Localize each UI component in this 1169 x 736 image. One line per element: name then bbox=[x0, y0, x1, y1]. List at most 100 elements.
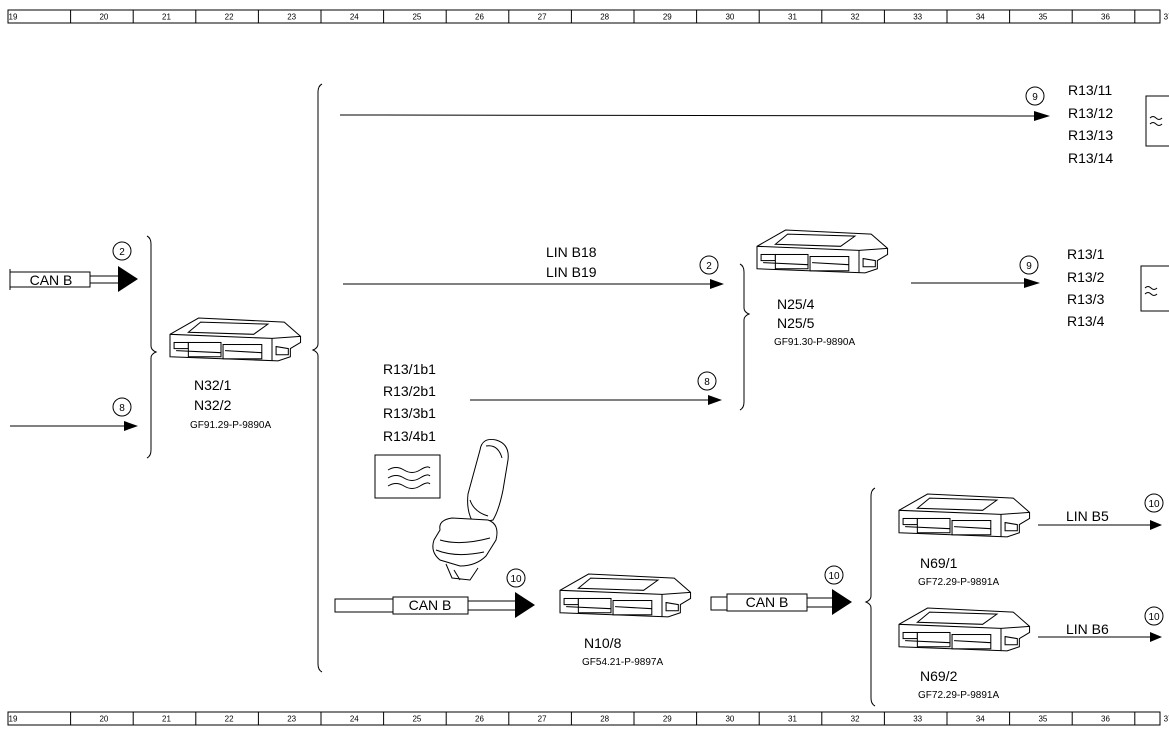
brace-n32-inputs bbox=[146, 235, 158, 459]
heater-label: R13/2 bbox=[1067, 269, 1105, 285]
sensor-label: R13/1b1 bbox=[383, 361, 436, 377]
ruler-number: 24 bbox=[350, 13, 359, 22]
ruler-number: 30 bbox=[725, 13, 734, 22]
heater-element-icon-mid bbox=[1140, 265, 1169, 312]
n25-id1: N25/4 bbox=[777, 296, 815, 312]
ruler-number: 34 bbox=[976, 715, 985, 724]
lin-b5-label: LIN B5 bbox=[1066, 508, 1109, 524]
ruler-number: 25 bbox=[412, 715, 421, 724]
lin-b18-label: LIN B18 bbox=[546, 244, 597, 260]
marker-10-can2: 10 bbox=[824, 565, 844, 585]
heater-pad-icon bbox=[374, 454, 441, 499]
can-b-to-n10: CAN B bbox=[334, 592, 535, 618]
sensor-label: R13/4b1 bbox=[383, 428, 436, 444]
svg-text:2: 2 bbox=[119, 247, 125, 258]
ruler-number: 37 bbox=[1164, 13, 1169, 22]
ruler-number: 25 bbox=[412, 13, 421, 22]
seat-icon bbox=[432, 439, 509, 581]
svg-text:10: 10 bbox=[828, 571, 840, 582]
sensors-list: R13/1b1 R13/2b1 R13/3b1 R13/4b1 bbox=[383, 361, 436, 444]
n10-ref: GF54.21-P-9897A bbox=[582, 657, 663, 668]
line-lin-to-n25 bbox=[343, 279, 724, 289]
n32-id2: N32/2 bbox=[194, 397, 232, 413]
heaters-mid-list: R13/1 R13/2 R13/3 R13/4 bbox=[1067, 246, 1105, 329]
marker-9-top: 9 bbox=[1025, 86, 1045, 106]
ruler-number: 26 bbox=[475, 715, 484, 724]
heater-label: R13/14 bbox=[1068, 150, 1113, 166]
ecu-n69-1: N69/1 GF72.29-P-9891A bbox=[898, 493, 1031, 588]
n32-ref: GF91.29-P-9890A bbox=[190, 420, 271, 431]
ruler-number: 20 bbox=[99, 13, 108, 22]
ruler-number: 23 bbox=[287, 715, 296, 724]
ruler-number: 32 bbox=[851, 13, 860, 22]
svg-text:2: 2 bbox=[706, 261, 712, 272]
heaters-top-list: R13/11 R13/12 R13/13 R13/14 bbox=[1068, 82, 1113, 166]
marker-10-can1: 10 bbox=[506, 568, 526, 588]
heater-label: R13/3 bbox=[1067, 291, 1105, 307]
ruler-number: 31 bbox=[788, 13, 797, 22]
marker-2-left: 2 bbox=[112, 241, 132, 261]
heater-label: R13/4 bbox=[1067, 313, 1105, 329]
marker-8-left: 8 bbox=[112, 397, 132, 417]
ruler-number: 21 bbox=[162, 13, 171, 22]
ruler-number: 32 bbox=[851, 715, 860, 724]
ruler-number: 27 bbox=[538, 13, 547, 22]
n32-id1: N32/1 bbox=[194, 377, 232, 393]
ecu-n10-8: N10/8 GF54.21-P-9897A bbox=[559, 573, 692, 668]
svg-text:8: 8 bbox=[704, 377, 710, 388]
brace-n32-outputs bbox=[311, 83, 323, 673]
brace-n69-inputs bbox=[864, 487, 876, 707]
ruler-number: 33 bbox=[913, 715, 922, 724]
marker-10-b6: 10 bbox=[1144, 606, 1164, 626]
can-b-to-n69: CAN B bbox=[710, 589, 852, 615]
ruler-number: 27 bbox=[538, 715, 547, 724]
line-lin-b6 bbox=[1038, 632, 1162, 642]
heater-label: R13/1 bbox=[1067, 246, 1105, 262]
ruler-number: 19 bbox=[9, 715, 18, 724]
marker-10-b5: 10 bbox=[1144, 493, 1164, 513]
ruler-number: 33 bbox=[913, 13, 922, 22]
ruler-number: 36 bbox=[1101, 715, 1110, 724]
line-sensors-to-n25 bbox=[470, 395, 722, 405]
n69-2-id1: N69/2 bbox=[920, 668, 958, 684]
n69-1-ref: GF72.29-P-9891A bbox=[918, 577, 999, 588]
ecu-n32: N32/1 N32/2 GF91.29-P-9890A bbox=[169, 317, 302, 431]
ruler-number: 24 bbox=[350, 715, 359, 724]
svg-text:9: 9 bbox=[1032, 92, 1038, 103]
ruler-number: 26 bbox=[475, 13, 484, 22]
ruler-number: 28 bbox=[600, 13, 609, 22]
input-line-8 bbox=[10, 421, 138, 431]
can-b-label: CAN B bbox=[746, 594, 789, 610]
svg-text:10: 10 bbox=[1148, 612, 1160, 623]
can-b-label: CAN B bbox=[30, 272, 73, 288]
heater-label: R13/13 bbox=[1068, 127, 1113, 143]
n25-ref: GF91.30-P-9890A bbox=[774, 337, 855, 348]
ecu-n69-2: N69/2 GF72.29-P-9891A bbox=[898, 607, 1031, 701]
marker-9-mid: 9 bbox=[1019, 255, 1039, 275]
ruler-number: 23 bbox=[287, 13, 296, 22]
heater-element-icon-top bbox=[1145, 95, 1169, 147]
ruler-number: 21 bbox=[162, 715, 171, 724]
can-b-input-left: CAN B bbox=[9, 266, 138, 292]
bottom-ruler: 19202122232425262728293031323334353637 bbox=[7, 711, 1169, 726]
ruler-number: 37 bbox=[1164, 715, 1169, 724]
n69-2-ref: GF72.29-P-9891A bbox=[918, 690, 999, 701]
n25-id2: N25/5 bbox=[777, 315, 815, 331]
line-to-r13-11 bbox=[339, 111, 1050, 121]
n69-1-id1: N69/1 bbox=[920, 555, 958, 571]
marker-8-sensor: 8 bbox=[697, 371, 717, 391]
ruler-number: 19 bbox=[9, 13, 18, 22]
ruler-number: 31 bbox=[788, 715, 797, 724]
ruler-number: 22 bbox=[225, 715, 234, 724]
ruler-number: 30 bbox=[725, 715, 734, 724]
ecu-n25: N25/4 N25/5 GF91.30-P-9890A bbox=[756, 229, 889, 348]
svg-text:8: 8 bbox=[119, 403, 125, 414]
marker-2-lin: 2 bbox=[699, 255, 719, 275]
top-ruler: 19202122232425262728293031323334353637 bbox=[7, 9, 1169, 24]
ruler-number: 36 bbox=[1101, 13, 1110, 22]
ruler-number: 34 bbox=[976, 13, 985, 22]
heater-label: R13/12 bbox=[1068, 105, 1113, 121]
ruler-number: 29 bbox=[663, 13, 672, 22]
line-n25-to-r13-1 bbox=[911, 278, 1040, 288]
